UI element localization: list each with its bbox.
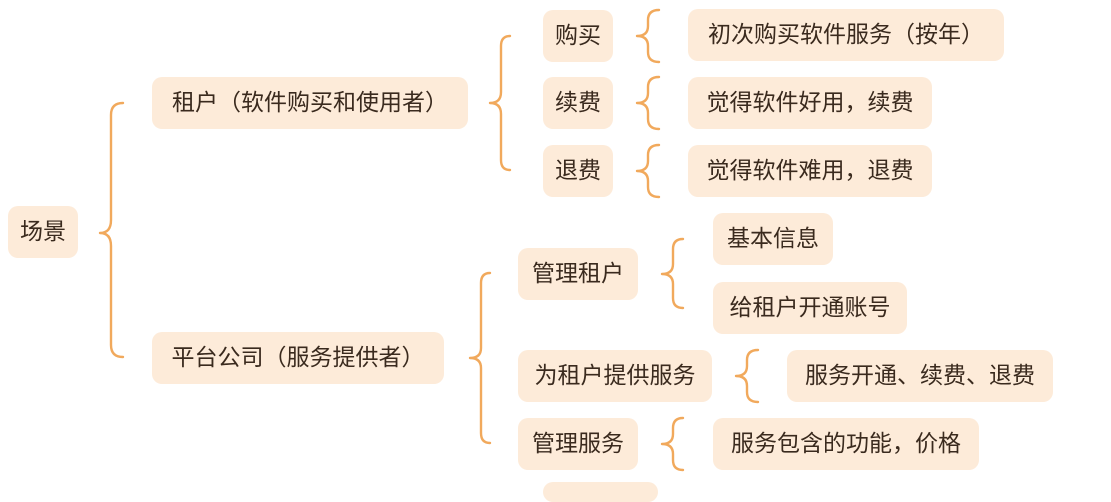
- buy-detail-node[interactable]: 初次购买软件服务（按年）: [688, 9, 1004, 61]
- platform-provide-service-node[interactable]: 为租户提供服务: [518, 350, 712, 402]
- brace-connectors: [98, 8, 760, 472]
- buy-brace: [635, 8, 661, 64]
- renew-brace: [635, 75, 661, 131]
- tenant-buy-node[interactable]: 购买: [543, 10, 613, 62]
- manage-tenant-brace: [660, 237, 685, 310]
- platform-brace: [468, 271, 492, 445]
- platform-partial-node[interactable]: [543, 482, 658, 502]
- root-brace: [98, 101, 125, 359]
- refund-detail-node[interactable]: 觉得软件难用，退费: [688, 145, 932, 197]
- manage-service-brace: [660, 416, 685, 472]
- provide-service-brace: [734, 348, 760, 404]
- tenant-basic-info-node[interactable]: 基本信息: [713, 213, 833, 265]
- platform-manage-tenant-node[interactable]: 管理租户: [518, 248, 638, 300]
- branch-tenant-node[interactable]: 租户（软件购买和使用者）: [152, 77, 468, 129]
- tenant-brace: [488, 34, 512, 172]
- tenant-open-account-node[interactable]: 给租户开通账号: [713, 282, 907, 334]
- branch-platform-node[interactable]: 平台公司（服务提供者）: [152, 332, 444, 384]
- refund-brace: [635, 143, 661, 199]
- service-lifecycle-node[interactable]: 服务开通、续费、退费: [787, 350, 1053, 402]
- platform-manage-service-node[interactable]: 管理服务: [518, 418, 638, 470]
- service-features-price-node[interactable]: 服务包含的功能，价格: [713, 418, 979, 470]
- tenant-renew-node[interactable]: 续费: [543, 77, 613, 129]
- renew-detail-node[interactable]: 觉得软件好用，续费: [688, 77, 932, 129]
- tenant-refund-node[interactable]: 退费: [543, 145, 613, 197]
- mind-map: 场景 租户（软件购买和使用者） 平台公司（服务提供者） 购买 续费 退费 初次购…: [8, 8, 1053, 502]
- root-node[interactable]: 场景: [8, 206, 78, 258]
